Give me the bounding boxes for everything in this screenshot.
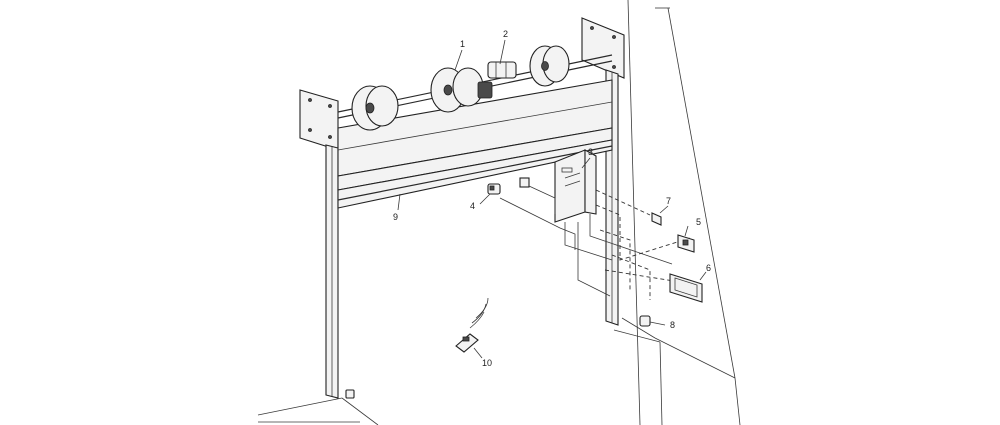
leader-lines <box>397 39 707 359</box>
callout-3: 3 <box>588 147 593 157</box>
callout-10: 10 <box>482 358 492 368</box>
callout-1: 1 <box>460 39 465 49</box>
remote-control <box>455 297 489 353</box>
push-button-panel <box>677 234 695 253</box>
callout-6: 6 <box>706 263 711 273</box>
control-keypad <box>669 273 703 303</box>
callout-8: 8 <box>670 320 675 330</box>
callout-5: 5 <box>696 217 701 227</box>
callout-9: 9 <box>393 212 398 222</box>
control-box <box>554 149 597 223</box>
floor-sensor <box>345 315 651 399</box>
right-spring-wheel <box>529 45 570 87</box>
left-spring-wheel <box>351 85 399 131</box>
wiring <box>499 185 691 300</box>
left-mounting-plate <box>299 89 339 151</box>
junction-box <box>519 177 530 188</box>
safety-switch <box>487 183 501 195</box>
right-mounting-plate <box>581 17 625 79</box>
callout-labels: 1 2 3 4 5 6 7 8 9 10 <box>393 29 711 368</box>
callout-2: 2 <box>503 29 508 39</box>
left-guide-rail <box>325 144 339 399</box>
callout-4: 4 <box>470 201 475 211</box>
callout-7: 7 <box>666 196 671 206</box>
key-switch <box>651 212 662 226</box>
room-walls <box>257 0 741 425</box>
shutter-curtain <box>337 79 613 209</box>
center-motor-wheel <box>430 67 493 113</box>
motor-unit <box>487 61 517 79</box>
